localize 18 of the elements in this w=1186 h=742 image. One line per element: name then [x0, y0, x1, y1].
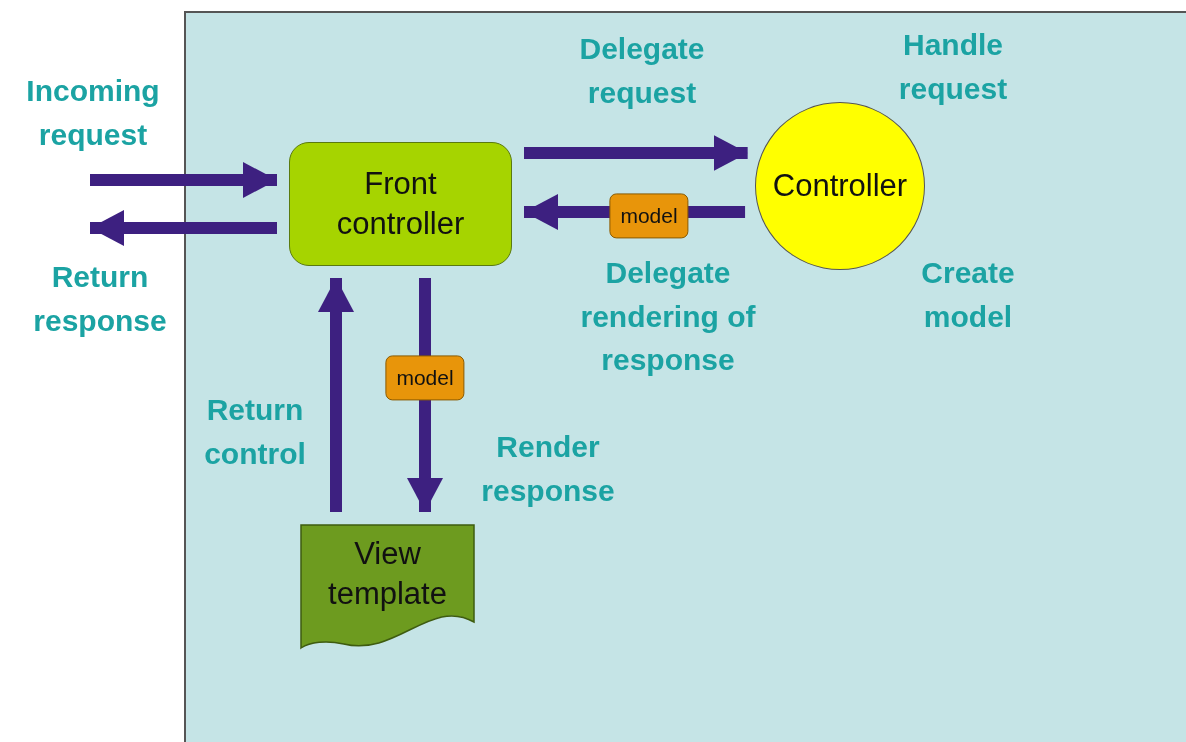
step-label: Create model [920, 254, 1016, 334]
edge-label: Return control [203, 391, 307, 471]
node-label: Front controller [335, 164, 466, 243]
model-badge: model [609, 193, 689, 239]
arrow [90, 162, 277, 198]
step-label: Delegate rendering of response [579, 254, 757, 378]
edge-label: Delegate request [578, 30, 706, 111]
edge-label: Return response [32, 258, 168, 339]
step-label: Render response [480, 428, 616, 509]
arrow [90, 210, 277, 246]
edge-label: Incoming request [25, 72, 161, 153]
node-label: View template [327, 535, 448, 614]
arrow [524, 135, 748, 171]
node-label: Controller [771, 166, 909, 205]
model-badge: model [385, 355, 465, 401]
arrow [318, 278, 354, 512]
step-label: Handle request [897, 26, 1009, 107]
process-box [289, 142, 512, 266]
